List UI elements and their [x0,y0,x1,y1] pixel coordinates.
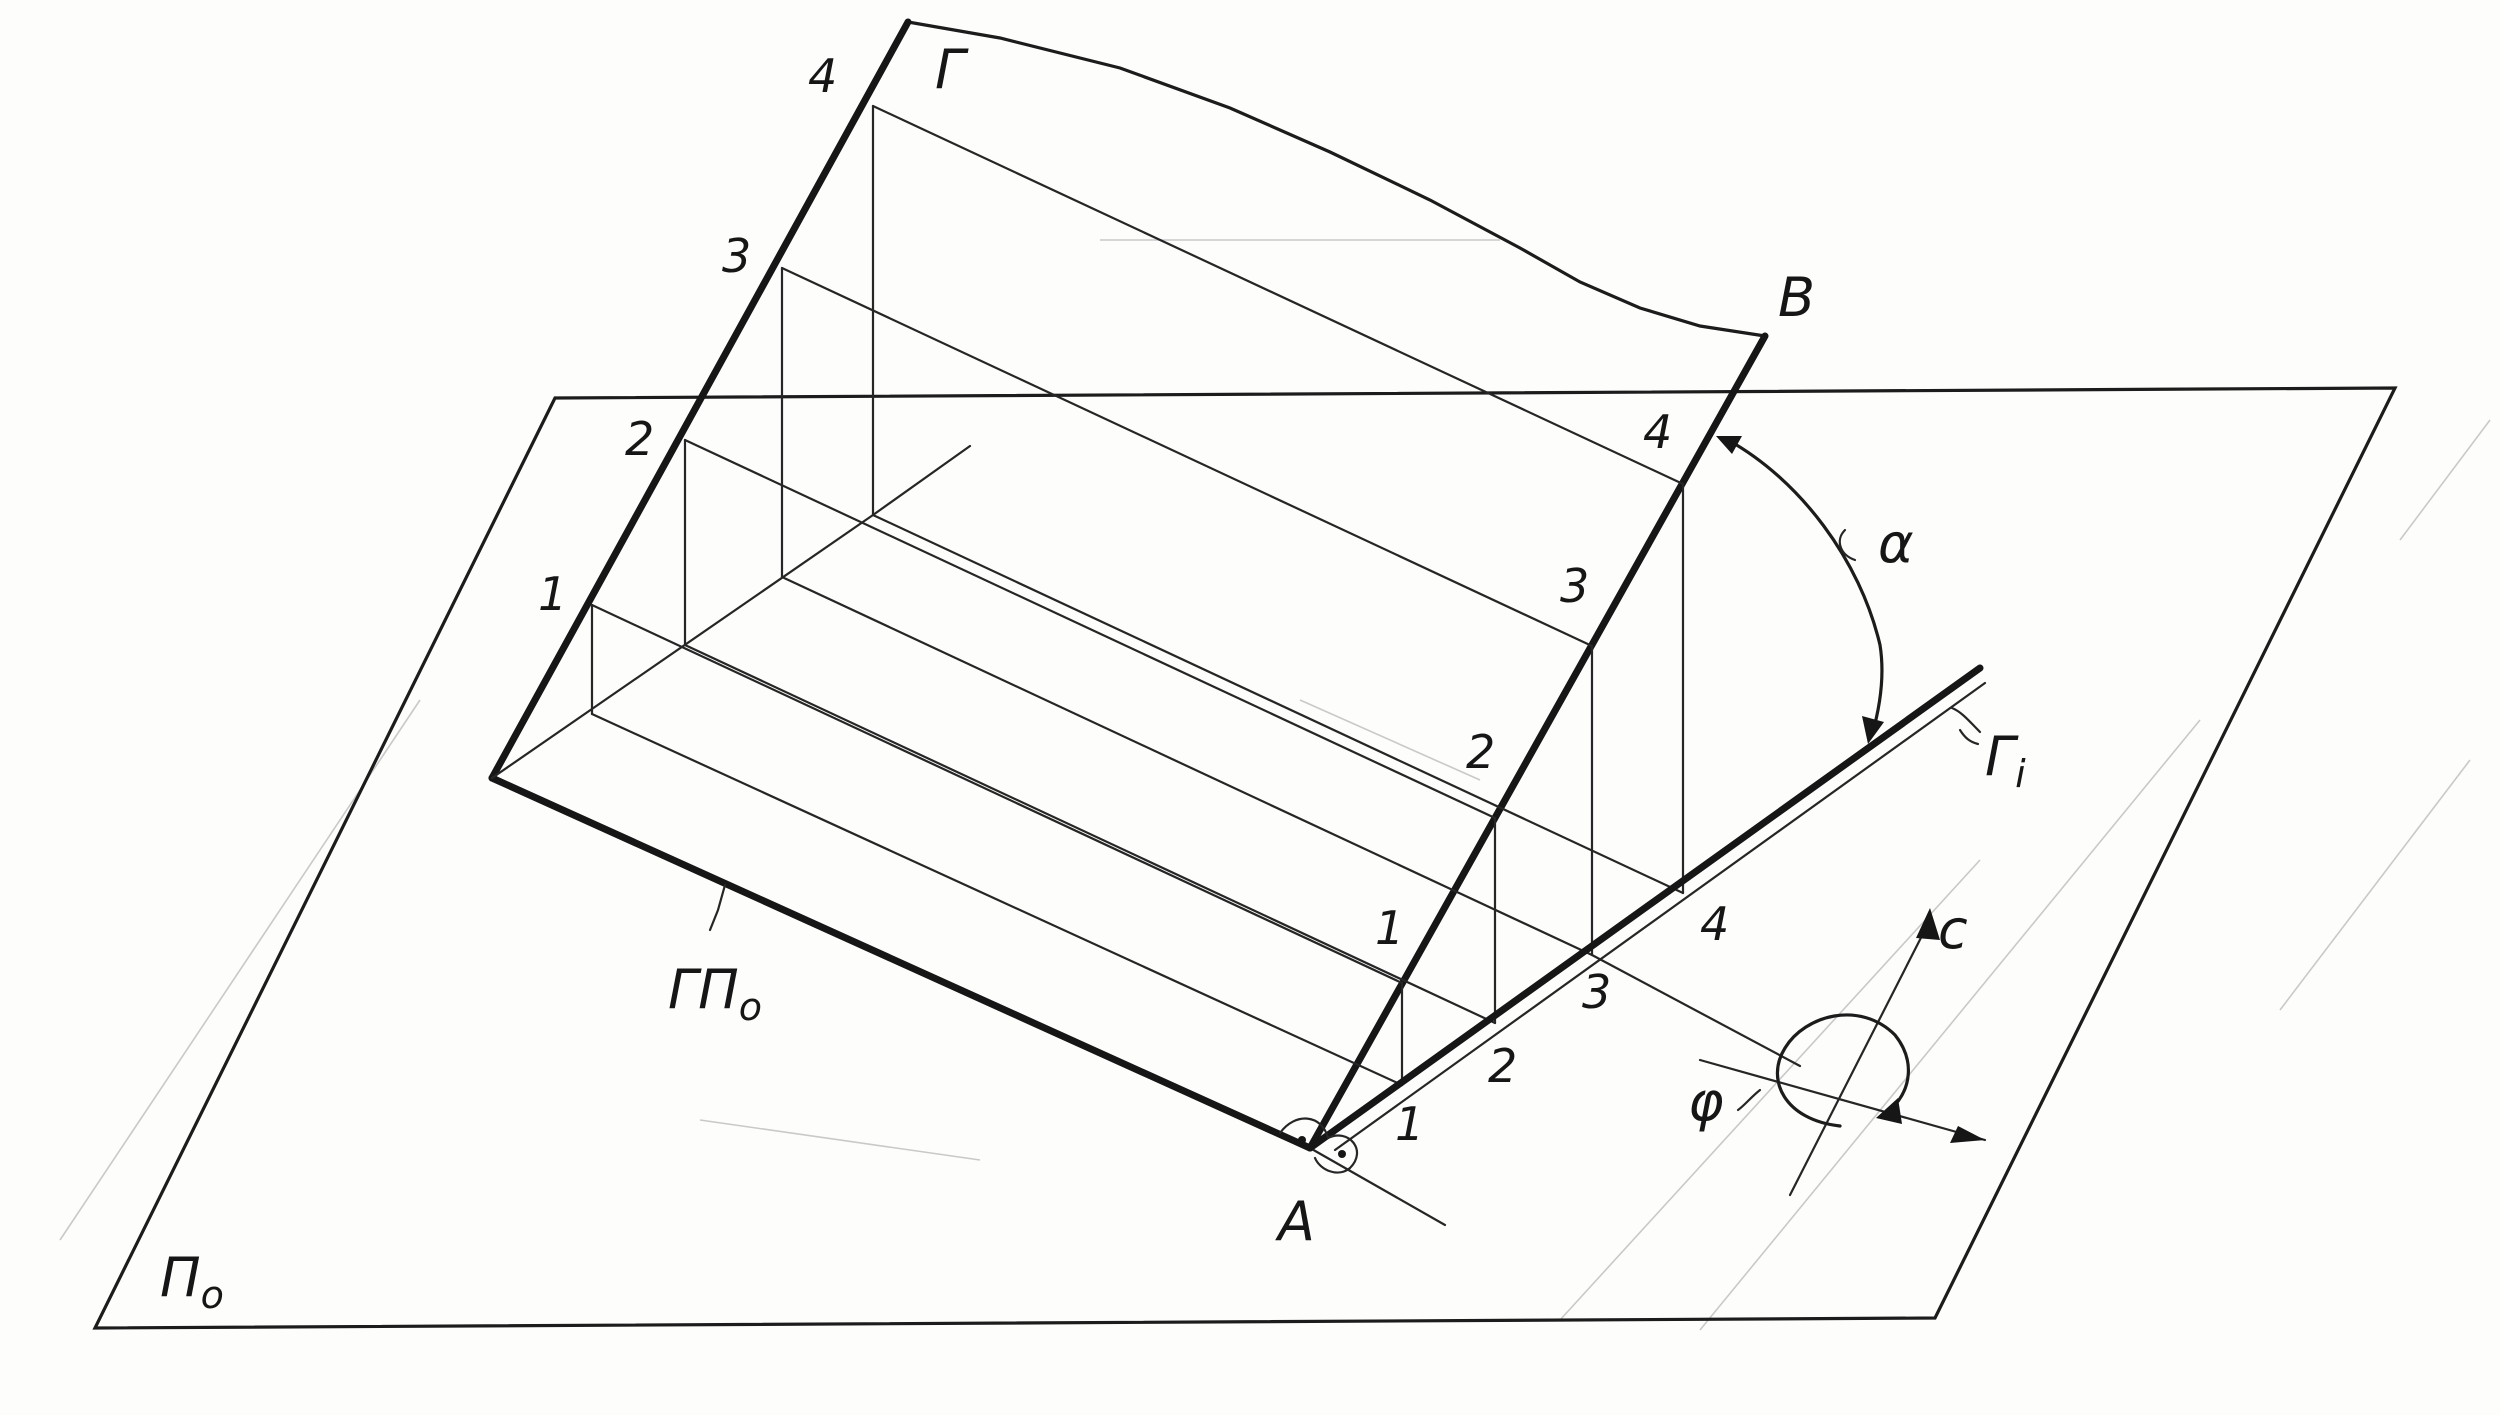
label-gamma-p0: ГПо [668,958,762,1029]
label-phi: φ [1688,1070,1724,1133]
faint-construction-traces [59,239,2491,1331]
level-lines [590,104,1685,985]
left-edge-number-4: 4 [808,49,837,103]
gamma-i-leader [1958,728,1980,746]
label-c-axis: с [1938,898,1968,961]
gamma-p0-leader [708,883,727,932]
c-axis [1698,908,1987,1197]
gamma-i-line [1306,664,1987,1152]
bottom-number-1: 1 [1395,1097,1424,1151]
right-edge-number-1: 1 [1375,901,1404,955]
right-edge-number-4: 4 [1643,405,1672,459]
phi-rotation-arc [1736,1013,1910,1128]
left-edge-number-1: 1 [538,567,567,621]
label-plane-p0: По [160,1246,224,1317]
alpha-angle-arc [1716,436,1884,744]
plane-p0-outline [92,386,2398,1330]
extension-line-3 [1590,953,1802,1068]
label-alpha: α [1878,512,1914,575]
label-gamma: Г [935,38,969,101]
projected-level-lines [490,444,1685,1087]
plane-gamma-right-edge-ab [1306,332,1769,1152]
bottom-number-2: 2 [1488,1039,1517,1093]
left-edge-number-2: 2 [625,412,654,466]
trace-gamma-p0 [488,774,1314,1152]
right-edge-number-2: 2 [1466,725,1495,779]
vertical-projectors [590,104,1685,1087]
bottom-number-3: 3 [1582,965,1611,1019]
plane-gamma-top-wavy-edge [906,20,1767,338]
label-point-b: В [1778,266,1815,329]
left-edge-number-3: 3 [722,229,751,283]
extension-line-a [1308,1146,1447,1227]
plane-gamma [488,18,1769,1152]
label-gamma-i: Гi [1985,725,2026,796]
right-edge-number-3: 3 [1560,559,1589,613]
right-angle-marks [1278,1117,1358,1174]
label-point-a: А [1275,1190,1315,1253]
bottom-number-4: 4 [1700,897,1729,951]
plane-gamma-left-edge [488,18,912,782]
